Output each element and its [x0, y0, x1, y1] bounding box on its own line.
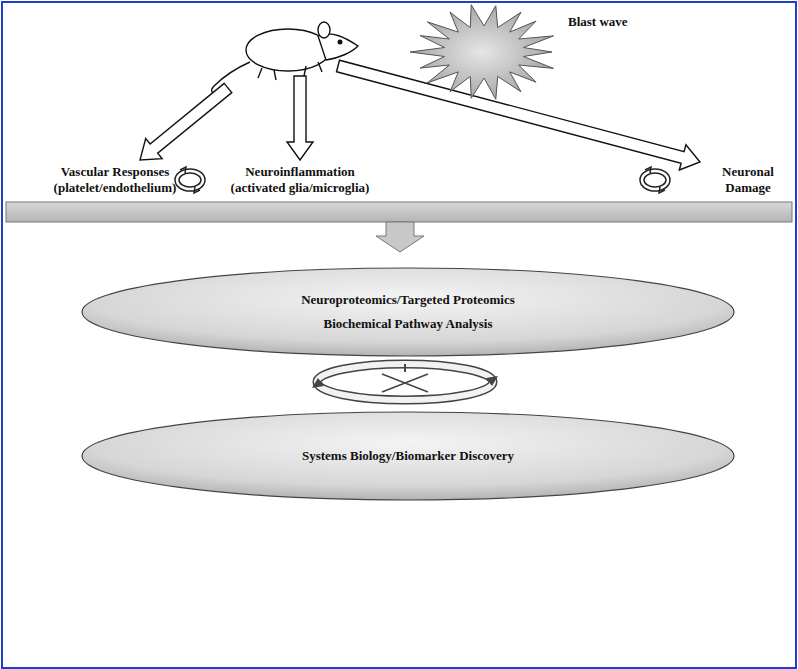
- process-ellipse: Neuroproteomics/Targeted ProteomicsBioch…: [80, 266, 736, 358]
- rat-illustration: [212, 22, 358, 94]
- blast-starburst: Blast wave: [406, 2, 678, 106]
- cycle-icon: [640, 167, 670, 193]
- label-text: Biochemical Pathway Analysis: [323, 316, 492, 332]
- down-arrow: [376, 222, 424, 252]
- hollow-arrow: [287, 76, 313, 160]
- cycle-loop: [312, 364, 498, 400]
- label-text: Neuroinflammation: [245, 164, 355, 180]
- label-text: Systems Biology/Biomarker Discovery: [302, 448, 514, 464]
- label-text: Blast wave: [568, 14, 628, 30]
- node-shape: [80, 266, 736, 358]
- node-shape: [406, 2, 678, 106]
- hollow-arrow: [140, 83, 232, 160]
- label-text: Neuroproteomics/Targeted Proteomics: [301, 292, 515, 308]
- hollow-arrow: [337, 60, 701, 170]
- grey-band: [6, 202, 792, 222]
- label-text: Damage: [725, 180, 771, 196]
- label-text: (platelet/endothelium): [54, 180, 177, 196]
- label-text: (activated glia/microglia): [231, 180, 370, 196]
- cycle-icon: [175, 167, 205, 193]
- label-text: Neuronal: [722, 164, 774, 180]
- label-text: Vascular Responses: [61, 164, 170, 180]
- process-ellipse: Systems Biology/Biomarker Discovery: [80, 410, 736, 502]
